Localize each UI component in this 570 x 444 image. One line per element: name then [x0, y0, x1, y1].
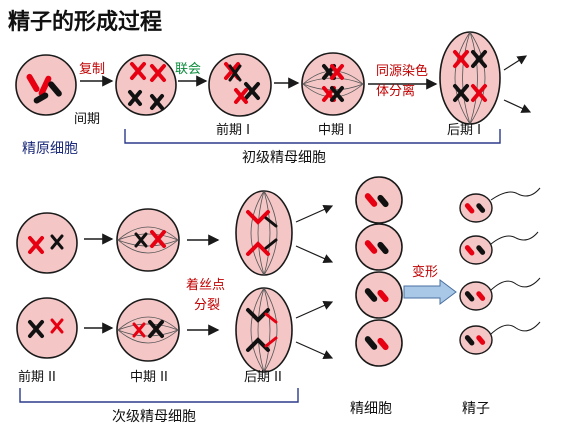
stage-label-anaphase-ii: 后期 II	[244, 370, 282, 385]
separation-label-1: 同源染色	[376, 63, 428, 79]
metaphase-ii-cell-top	[116, 208, 180, 272]
arrow-to-spermatid-2	[295, 245, 334, 263]
stage-label-prophase-ii: 前期 II	[18, 369, 56, 385]
stage-label-anaphase-i: 后期 I	[447, 123, 481, 138]
sperm-2	[459, 231, 539, 265]
spermatogonium-cell	[15, 54, 77, 116]
spermatid-4	[355, 319, 403, 367]
replicate-label: 复制	[79, 62, 105, 77]
spermatid-1	[355, 176, 403, 224]
anaphase-ii-cell-bottom	[235, 287, 293, 373]
sperm-3	[459, 277, 541, 311]
spermatogonium-label: 精原细胞	[22, 141, 78, 157]
sperm-label: 精子	[462, 401, 490, 417]
transform-label: 变形	[412, 264, 438, 280]
synapsis-label: 联会	[175, 62, 201, 77]
separation-label-2: 体分离	[376, 83, 415, 99]
centromere-label-2: 分裂	[194, 298, 220, 313]
diagram-title: 精子的形成过程	[8, 9, 162, 35]
transform-arrow	[403, 279, 457, 305]
sperm-4	[459, 321, 541, 355]
stage-label-metaphase-ii: 中期 II	[130, 370, 168, 385]
prophase-ii-cell-bottom	[16, 297, 78, 359]
replicated-cell	[115, 54, 177, 116]
arrow-to-spermatid-3	[295, 301, 334, 319]
metaphase-i-cell	[301, 52, 365, 116]
spermatid-3	[355, 271, 403, 319]
metaphase-ii-cell-bottom	[116, 298, 180, 362]
arrow-to-spermatid-4	[295, 341, 334, 359]
spermatid-2	[355, 223, 403, 271]
interphase-label: 间期	[74, 112, 100, 127]
stage-label-metaphase-i: 中期 I	[318, 123, 352, 138]
spermatid-label: 精细胞	[350, 401, 392, 417]
anaphase-ii-cell-top	[235, 190, 293, 276]
arrow-down-out	[503, 99, 532, 113]
primary-spermatocyte-label: 初级精母细胞	[242, 149, 326, 166]
secondary-spermatocyte-label: 次级精母细胞	[112, 409, 196, 425]
arrow-up-out	[503, 55, 528, 71]
secondary-spermatocyte-bracket	[19, 388, 299, 403]
stage-label-prophase-i: 前期 I	[216, 122, 250, 138]
anaphase-i-cell	[439, 31, 501, 125]
primary-spermatocyte-bracket	[124, 129, 501, 144]
prophase-ii-cell-top	[16, 212, 78, 274]
arrow-to-spermatid-1	[295, 205, 334, 223]
prophase-i-cell	[208, 53, 272, 117]
centromere-label-1: 着丝点	[186, 277, 225, 293]
sperm-1	[459, 187, 541, 223]
